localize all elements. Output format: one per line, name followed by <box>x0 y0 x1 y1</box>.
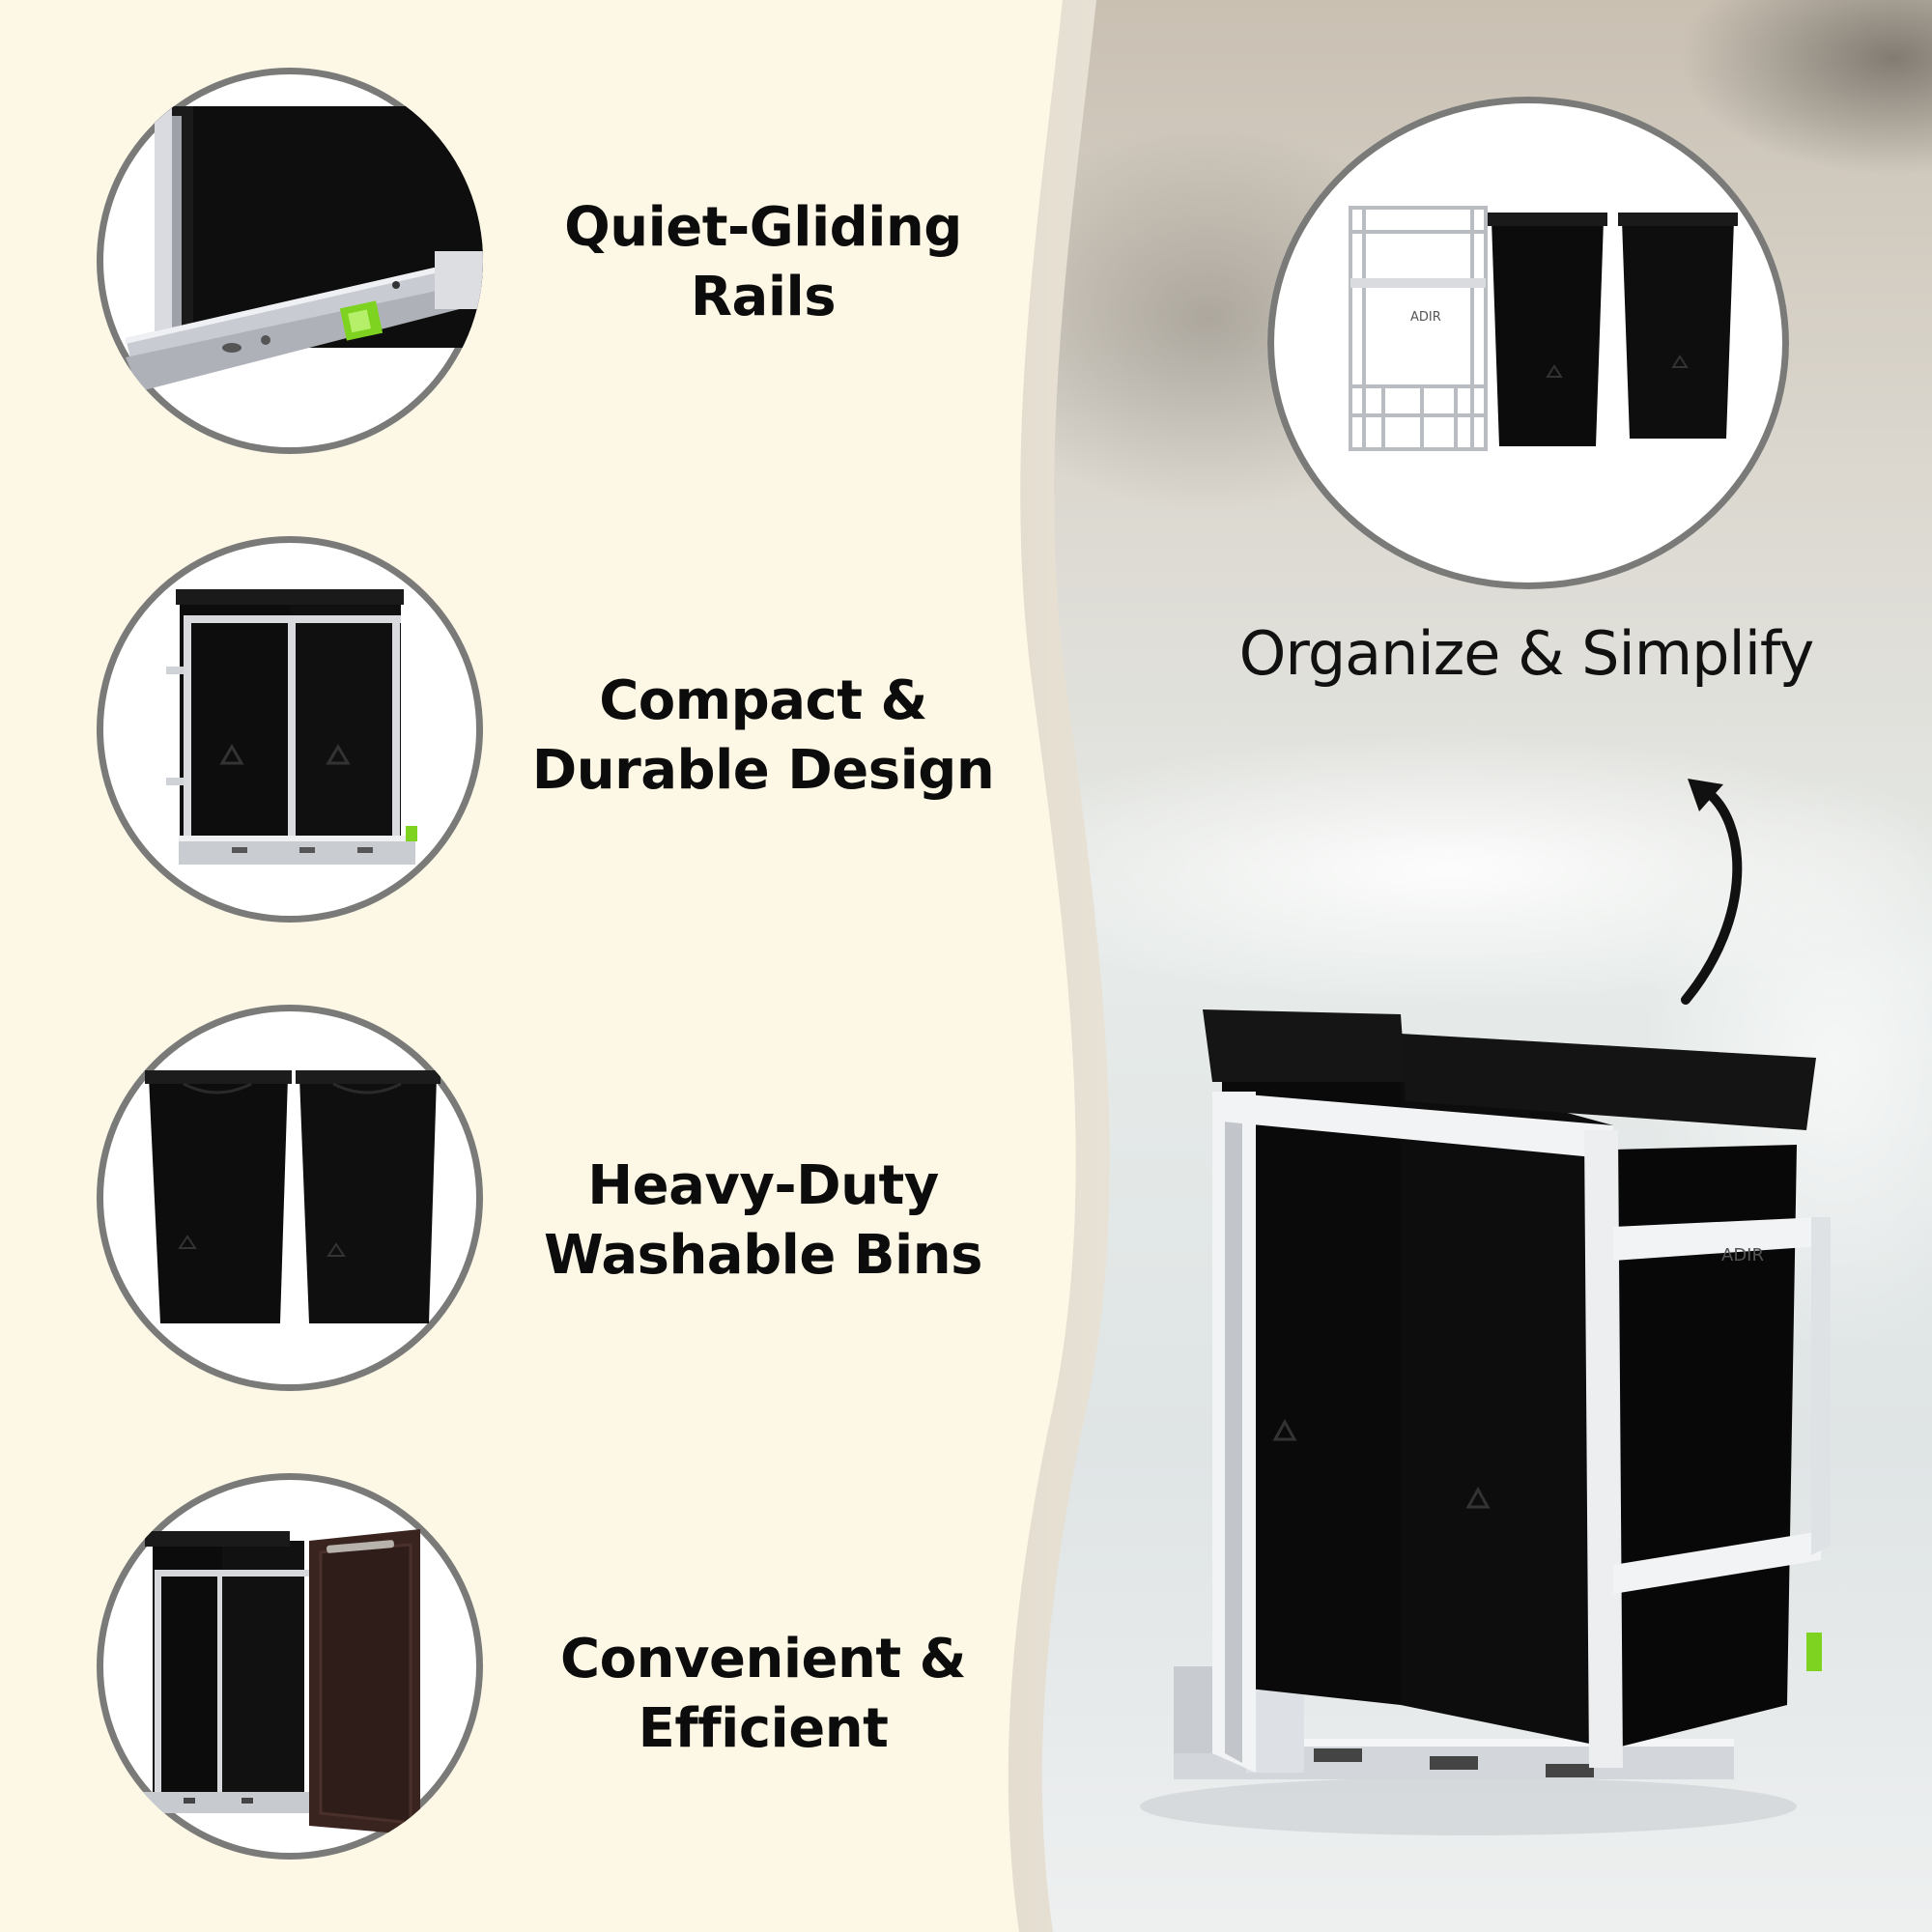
feature-line: Compact & <box>599 669 927 732</box>
feature-line: Rails <box>690 266 837 328</box>
frame-brand-text: ADIR <box>1410 310 1441 325</box>
curved-arrow-icon <box>1681 785 1743 1005</box>
feature-line: Washable Bins <box>544 1224 982 1287</box>
slide-rail-illustration <box>126 106 483 391</box>
main-product: ADIR <box>1140 1009 1831 1835</box>
feature-line: Heavy-Duty <box>587 1154 939 1217</box>
double-bin-illustration <box>166 589 417 865</box>
feature-label-convenient: Convenient & Efficient <box>502 1625 1024 1764</box>
feature-line: Durable Design <box>531 739 995 802</box>
organize-image: ADIR <box>1267 97 1789 589</box>
convenient-image <box>97 1473 483 1860</box>
feature-label-compact: Compact & Durable Design <box>502 667 1024 806</box>
bins-image <box>97 1005 483 1391</box>
two-bins-illustration <box>145 1070 440 1323</box>
exploded-parts-illustration: ADIR <box>1349 206 1738 451</box>
cabinet-door-illustration <box>141 1529 420 1835</box>
organize-caption: Organize & Simplify <box>1238 618 1815 689</box>
feature-line: Convenient & <box>560 1628 966 1690</box>
rails-image <box>97 68 483 454</box>
feature-label-bins: Heavy-Duty Washable Bins <box>502 1151 1024 1291</box>
arrow-head-icon <box>1688 779 1723 811</box>
main-frame-brand-text: ADIR <box>1721 1245 1764 1265</box>
feature-line: Quiet-Gliding <box>564 196 962 259</box>
feature-line: Efficient <box>638 1697 889 1760</box>
feature-label-rails: Quiet-Gliding Rails <box>502 193 1024 332</box>
compact-image <box>97 536 483 923</box>
